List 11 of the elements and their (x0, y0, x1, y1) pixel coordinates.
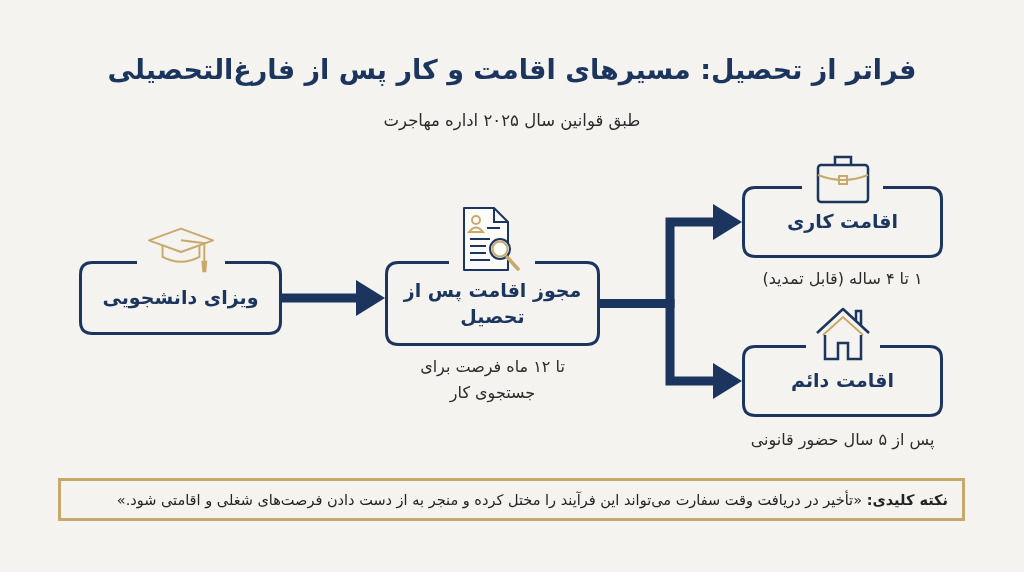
subtitle: طبق قوانین سال ۲۰۲۵ اداره مهاجرت (382, 111, 642, 130)
process-box: اقامت دائم (742, 345, 943, 417)
note-text: پس از ۵ سال حضور قانونی (749, 429, 936, 452)
process-box: ویزای دانشجویی (79, 261, 282, 335)
note-text: ۱ تا ۴ ساله (قابل تمدید) (761, 268, 924, 290)
arrow (282, 280, 385, 316)
title: فراتر از تحصیل: مسیرهای اقامت و کار پس از فارغ‌التحصیلی (106, 54, 918, 85)
note-box: نکته کلیدی: «تأخیر در دریافت وقت سفارت می‌تواند این فرآیند را مختل کرده و منجر به از دست دادن فرصت‌های شغلی و اقامتی شود.» (58, 478, 965, 521)
process-box: مجوز اقامت پس از تحصیل (385, 261, 600, 346)
note-text: تا ۱۲ ماه فرصت برای جستجوی کار (419, 356, 566, 405)
process-box: اقامت کاری (742, 186, 943, 258)
